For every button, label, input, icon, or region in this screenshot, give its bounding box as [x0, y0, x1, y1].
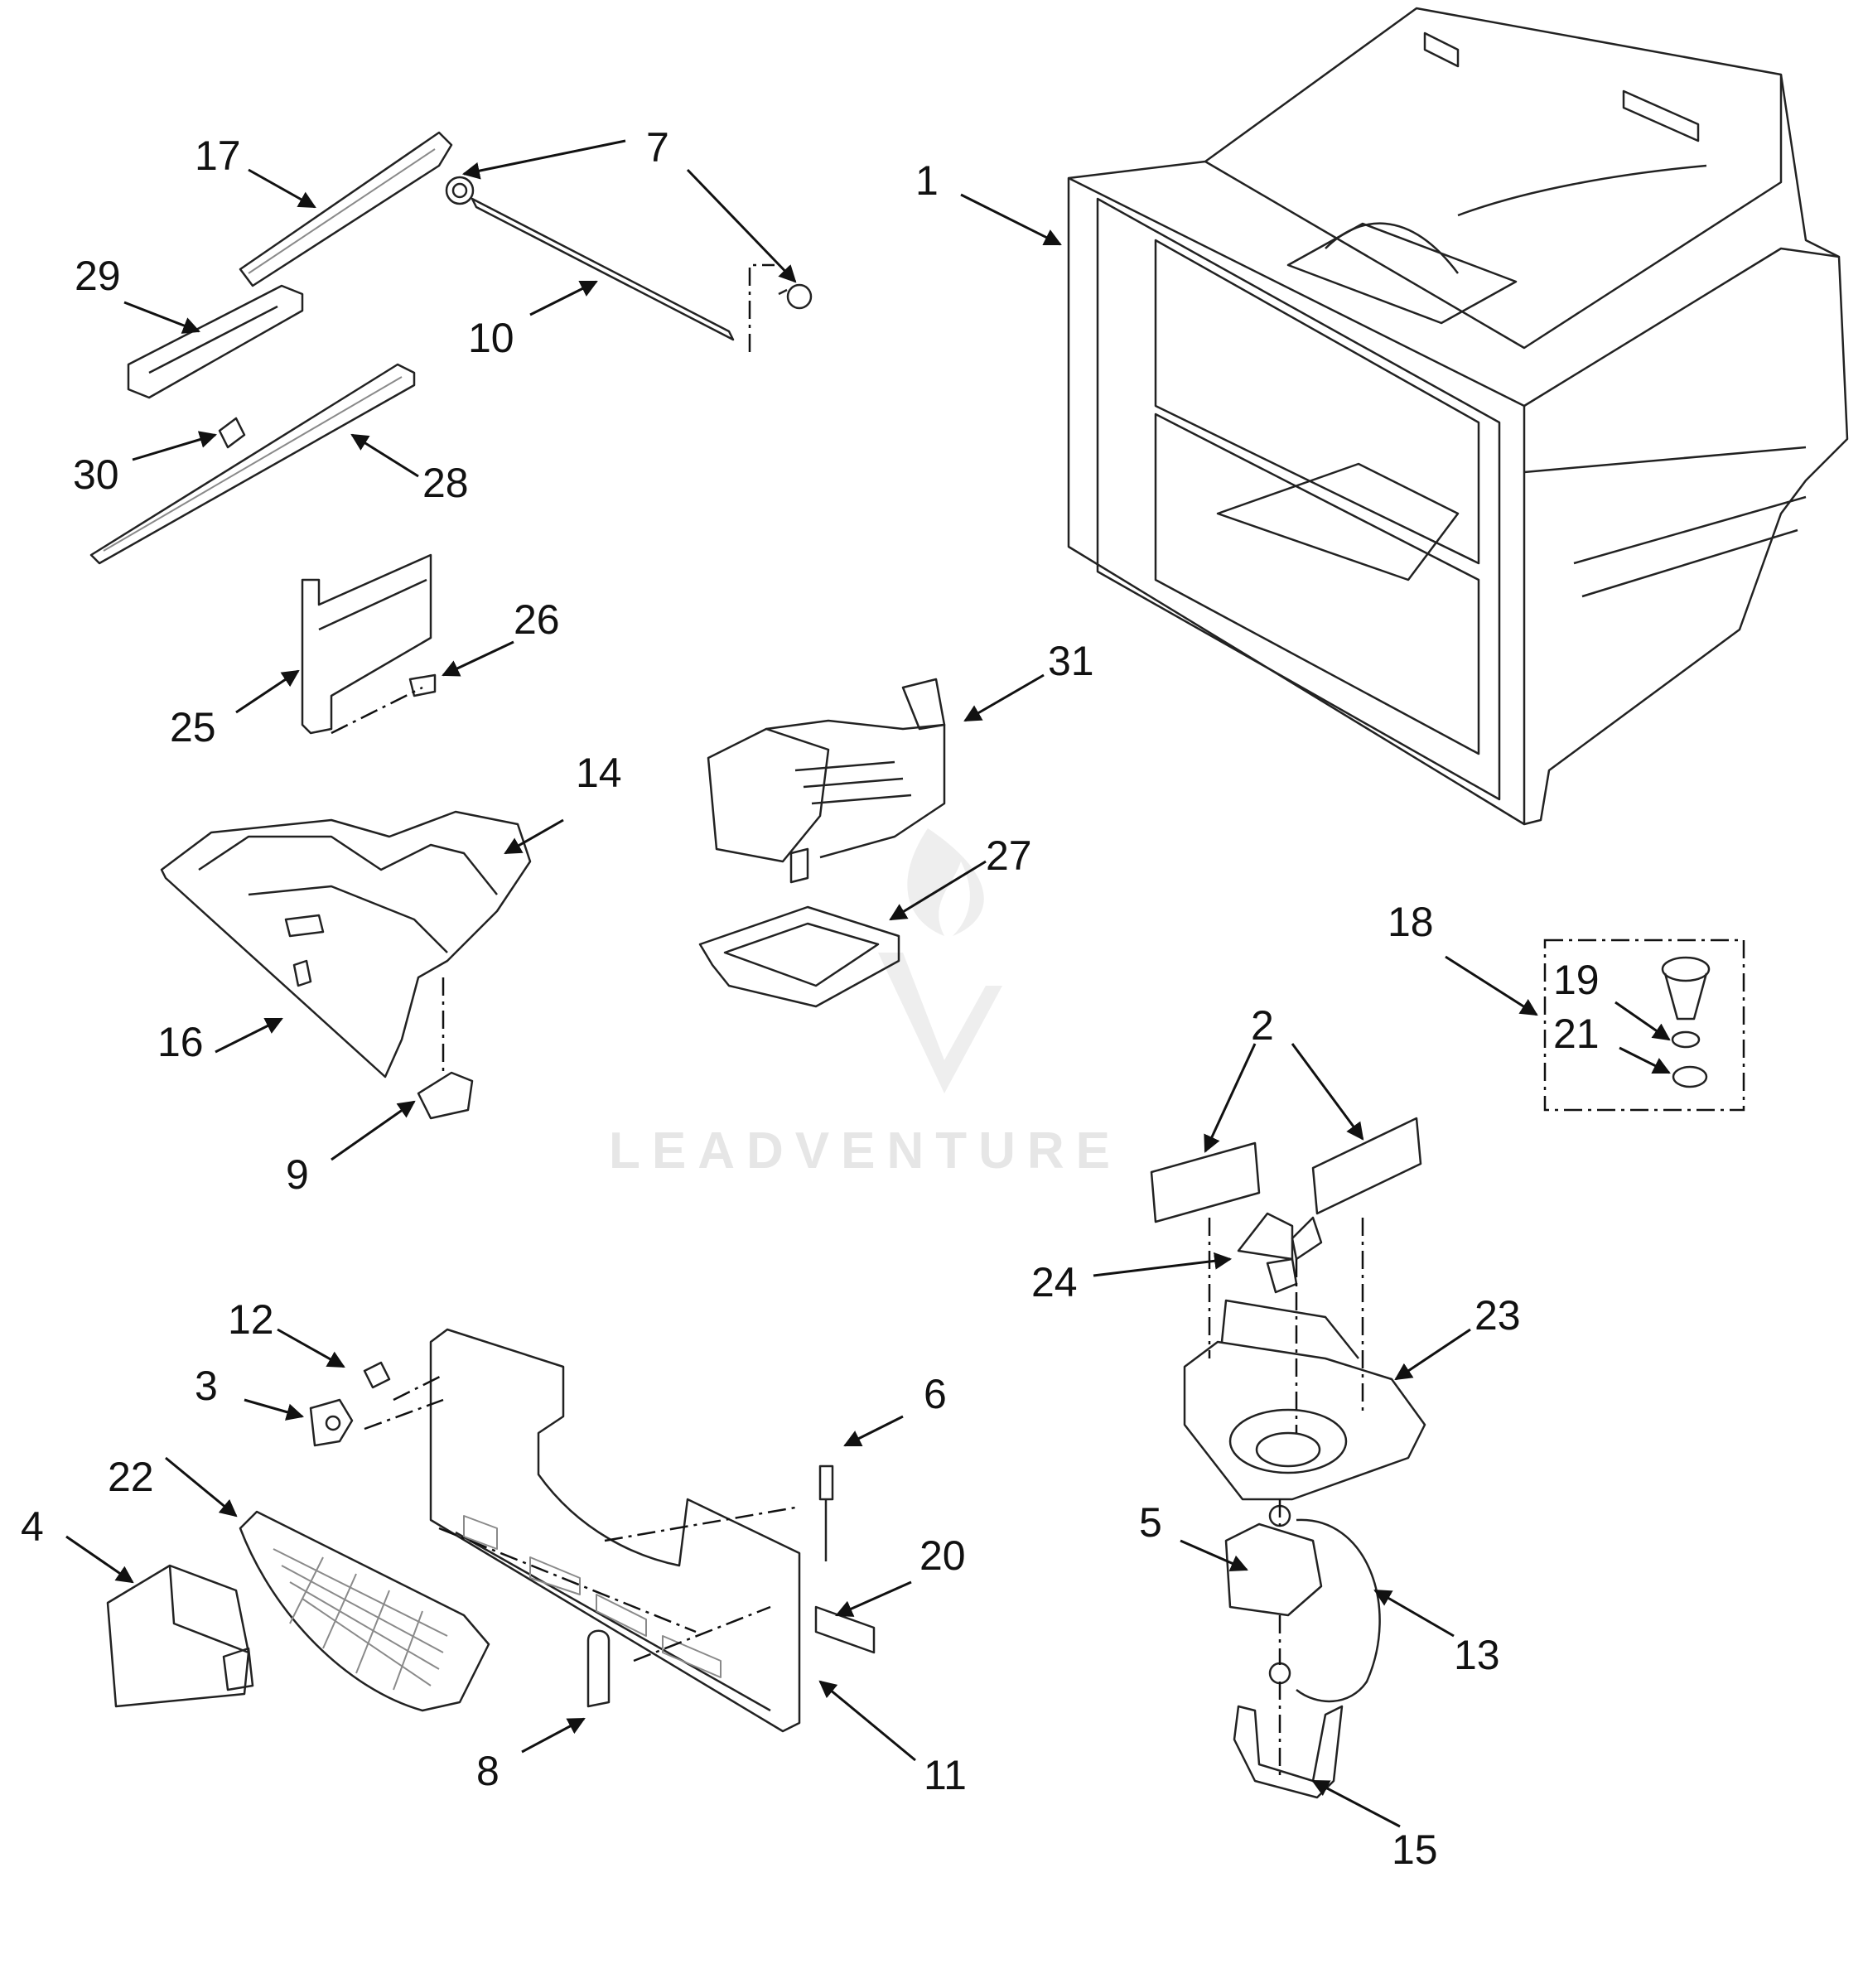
vent-grille [239, 1510, 490, 1712]
auger-assembly [239, 131, 813, 341]
callout-15: 15 [1392, 1826, 1438, 1873]
callout-9: 9 [286, 1151, 309, 1198]
callout-10: 10 [468, 315, 514, 361]
watermark-text: LEADVENTURE [609, 1122, 1122, 1180]
fan-guide-lines [1208, 1218, 1364, 1433]
panel-guide-lines [364, 1373, 796, 1662]
bracket-guide-line [331, 686, 423, 735]
callout-7: 7 [646, 124, 669, 171]
callout-23: 23 [1474, 1292, 1521, 1339]
fan-shroud [1183, 1299, 1426, 1501]
callout-20: 20 [919, 1532, 966, 1579]
callout-30: 30 [73, 451, 119, 498]
fan-motor [1224, 1504, 1381, 1703]
callout-31: 31 [1048, 638, 1094, 684]
mount-screw [309, 1361, 391, 1447]
callout-13: 13 [1454, 1632, 1500, 1678]
rear-panel [429, 1328, 801, 1733]
callout-2: 2 [1251, 1002, 1274, 1049]
callout-18: 18 [1388, 899, 1434, 945]
shaft-guide-line [748, 263, 775, 352]
rail-brackets [89, 284, 416, 565]
freezer-liner [1067, 7, 1849, 826]
callout-6: 6 [924, 1371, 947, 1417]
fan-blade [1237, 1212, 1323, 1294]
clip [586, 1629, 611, 1708]
callout-3: 3 [195, 1363, 218, 1409]
callout-17: 17 [195, 133, 241, 179]
callout-5: 5 [1139, 1499, 1162, 1546]
callout-24: 24 [1031, 1259, 1078, 1305]
watermark-logo [878, 828, 1002, 1093]
callout-4: 4 [21, 1503, 44, 1550]
vent-cover [106, 1564, 254, 1708]
foam-strip [814, 1605, 876, 1654]
callout-22: 22 [108, 1454, 154, 1500]
mounting-bracket [301, 553, 437, 735]
callout-21: 21 [1553, 1011, 1600, 1057]
callout-1: 1 [915, 157, 939, 204]
callout-29: 29 [75, 253, 121, 299]
kit-box [1543, 939, 1745, 1112]
callout-11: 11 [924, 1752, 967, 1798]
callout-19: 19 [1553, 957, 1600, 1003]
callout-27: 27 [986, 832, 1032, 879]
icemaker [707, 678, 946, 884]
ice-bucket [698, 905, 900, 1008]
motor-bracket [1233, 1705, 1344, 1799]
leader-lines [65, 139, 1671, 1828]
callout-8: 8 [476, 1748, 500, 1794]
callout-25: 25 [170, 704, 216, 750]
ice-bin-tray [160, 810, 532, 1120]
callout-12: 12 [228, 1296, 274, 1343]
callout-26: 26 [514, 596, 560, 643]
callout-28: 28 [422, 460, 469, 506]
fitting-kit [1661, 956, 1711, 1088]
temp-sensor [818, 1464, 834, 1561]
fan-pads [1150, 1117, 1422, 1223]
callout-16: 16 [157, 1019, 204, 1065]
callout-14: 14 [576, 750, 622, 796]
